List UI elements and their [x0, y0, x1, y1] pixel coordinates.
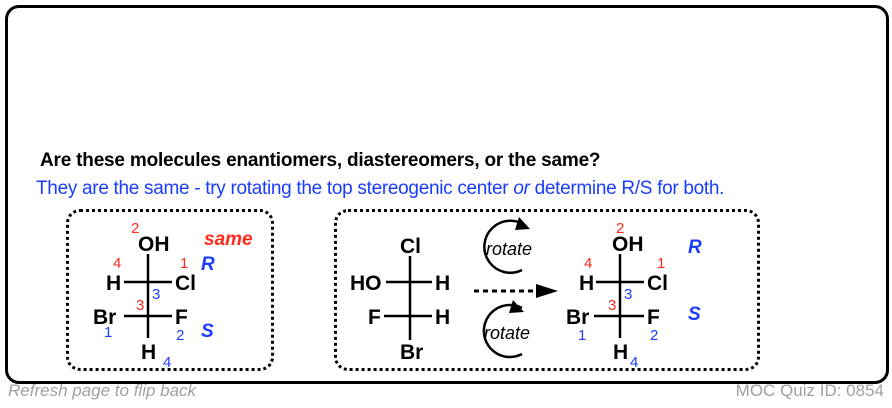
right-priority: 4 — [630, 354, 639, 371]
right-c2-left-atom: Br — [566, 306, 590, 329]
quiz-id: MOC Quiz ID: 0854 — [735, 381, 884, 400]
left-priority: 2 — [131, 220, 140, 237]
left-priority: 3 — [152, 286, 161, 303]
left-priority: 1 — [104, 324, 113, 341]
right-c2-config: S — [688, 304, 701, 325]
answer-emphasis: or — [513, 178, 530, 199]
left-molecule-box — [66, 209, 274, 371]
left-priority: 4 — [163, 354, 172, 371]
rotate-arrows — [482, 217, 530, 359]
right-bottom-atom: H — [613, 341, 629, 364]
mid-c1-right-atom: H — [435, 272, 451, 295]
right-priority: 2 — [616, 220, 625, 237]
left-c1-config: R — [201, 254, 215, 275]
comparison-box — [334, 209, 760, 371]
transform-arrow — [474, 284, 558, 298]
right-priority: 4 — [584, 255, 593, 272]
right-top-atom: OH — [612, 233, 644, 256]
rotate-label-top: rotate — [486, 239, 533, 259]
left-priority: 1 — [180, 255, 189, 272]
left-c1-left-atom: H — [106, 272, 122, 295]
right-priority: 1 — [578, 327, 587, 344]
left-molecule-bonds — [124, 254, 172, 338]
right-priority: 2 — [650, 327, 659, 344]
left-c1-right-atom: Cl — [175, 272, 196, 295]
right-c2-right-atom: F — [647, 306, 660, 329]
right-c1-right-atom: Cl — [647, 272, 668, 295]
right-priority: 1 — [657, 255, 666, 272]
left-top-atom: OH — [138, 233, 170, 256]
mid-c2-left-atom: F — [368, 306, 381, 329]
mid-top-atom: Cl — [400, 235, 421, 258]
left-c2-left-atom: Br — [93, 306, 117, 329]
rotate-label-bottom: rotate — [484, 323, 531, 343]
right-c1-config: R — [688, 237, 702, 258]
right-priority: 3 — [608, 297, 617, 314]
right-priority: 3 — [624, 286, 633, 303]
left-priority: 3 — [136, 297, 145, 314]
left-priority: 4 — [113, 255, 122, 272]
verdict-label: same — [204, 229, 253, 250]
answer-part1: They are the same - try rotating the top… — [36, 178, 514, 199]
right-c1-left-atom: H — [579, 272, 595, 295]
left-c2-right-atom: F — [175, 306, 188, 329]
left-bottom-atom: H — [141, 341, 157, 364]
answer-text: They are the same - try rotating the top… — [36, 178, 724, 200]
mid-bottom-atom: Br — [400, 341, 424, 364]
question-text: Are these molecules enantiomers, diaster… — [40, 150, 601, 171]
mid-c2-right-atom: H — [435, 306, 451, 329]
right-molecule-bonds — [594, 254, 644, 338]
left-c2-config: S — [201, 321, 214, 342]
refresh-hint: Refresh page to flip back — [8, 381, 197, 400]
quiz-card[interactable] — [5, 5, 889, 384]
left-priority: 2 — [176, 327, 185, 344]
mid-c1-left-atom: HO — [350, 272, 382, 295]
middle-molecule-bonds — [384, 256, 432, 340]
answer-part2: determine R/S for both. — [529, 178, 725, 199]
